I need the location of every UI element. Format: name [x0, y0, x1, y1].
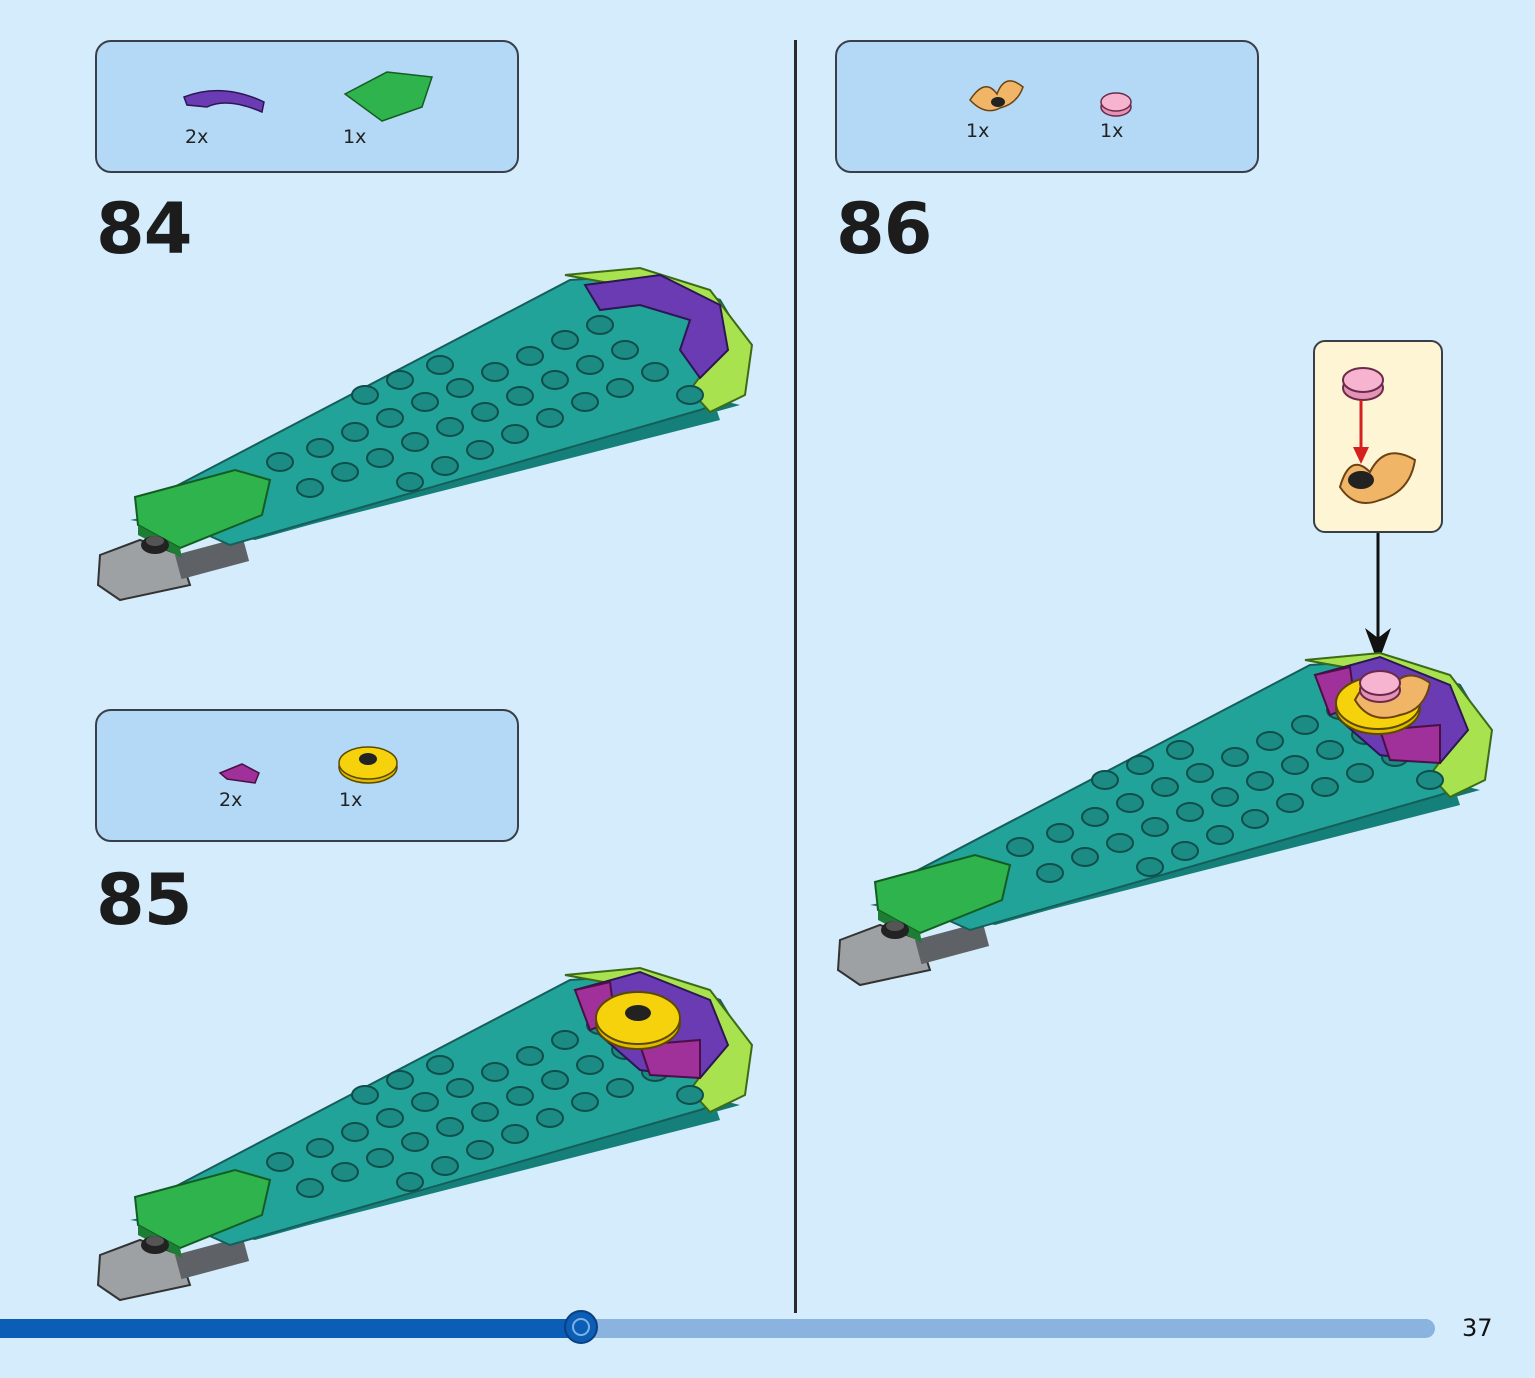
step-number: 85: [96, 859, 192, 941]
pink-round-tile-icon: [1100, 92, 1132, 117]
model-step-85: [97, 967, 753, 1301]
yellow-round-plate-icon: [338, 746, 398, 784]
parts-box-step-85: 2x 1x: [95, 709, 519, 842]
model-step-84: [97, 267, 753, 601]
part-qty: 2x: [185, 126, 209, 148]
gold-leaf-piece-icon: [969, 80, 1024, 112]
step-number: 84: [96, 188, 192, 270]
page-progress-bar: [0, 1310, 1435, 1344]
part-qty: 1x: [339, 789, 363, 811]
callout-arrow: [1365, 533, 1391, 663]
parts-box-step-84: 2x 1x: [95, 40, 519, 173]
column-divider: [794, 40, 797, 1313]
part-qty: 1x: [343, 126, 367, 148]
part-qty: 1x: [966, 120, 990, 142]
step-number: 86: [836, 188, 932, 270]
part-qty: 2x: [219, 789, 243, 811]
page-progress-fill: [0, 1319, 582, 1338]
page-progress-knob: [564, 1310, 599, 1344]
green-wedge-plate-icon: [343, 71, 434, 122]
sub-assembly-illustration: [1338, 367, 1417, 504]
purple-curved-tile-icon: [183, 89, 265, 114]
page-number: 37: [1462, 1314, 1493, 1342]
model-step-86: [837, 652, 1493, 986]
parts-box-step-86: 1x 1x: [835, 40, 1259, 173]
sub-assembly-callout: [1313, 340, 1443, 533]
magenta-wedge-tile-icon: [218, 763, 260, 784]
part-qty: 1x: [1100, 120, 1124, 142]
